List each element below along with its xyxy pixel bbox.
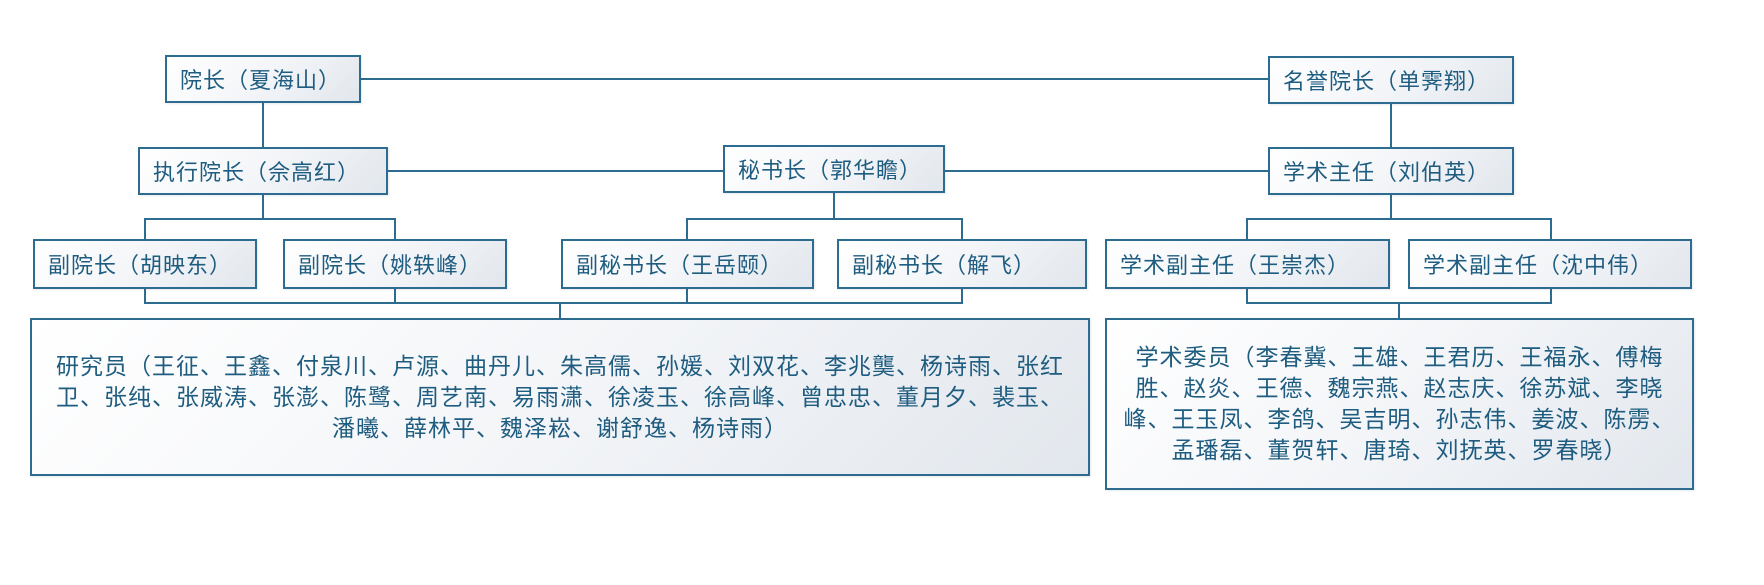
connector-executive-secretary — [388, 170, 723, 172]
connector-vice-dean-2-down — [394, 289, 396, 304]
connector-secretary-drop — [833, 193, 835, 220]
node-deputy-academic-director-1-label: 学术副主任（王崇杰） — [1120, 253, 1351, 278]
connector-researchers-drop — [559, 302, 561, 318]
researchers-line-1: 研究员（王征、王鑫、付泉川、卢源、曲丹儿、朱高儒、孙媛、刘双花、李兆龑、杨诗雨、… — [56, 352, 1064, 379]
node-secretary-general-label: 秘书长（郭华瞻） — [738, 158, 923, 183]
connector-deputy-academic-2-down — [1550, 289, 1552, 304]
connector-vice-dean-1-down — [144, 289, 146, 304]
node-vice-dean-2: 副院长（姚轶峰） — [283, 239, 507, 289]
node-vice-dean-1-label: 副院长（胡映东） — [48, 253, 233, 278]
connector-dean-honorary — [361, 78, 1268, 80]
connector-deputy-academic-1-down — [1246, 289, 1248, 304]
node-deputy-secretary-general-2: 副秘书长（解飞） — [837, 239, 1087, 289]
academic-committee-line-3: 峰、王玉凤、李鸽、吴吉明、孙志伟、姜波、陈雳、 — [1123, 406, 1676, 432]
node-deputy-secretary-general-2-label: 副秘书长（解飞） — [852, 253, 1037, 278]
connector-secretary-academic-director — [945, 170, 1268, 172]
node-deputy-secretary-general-1: 副秘书长（王岳颐） — [561, 239, 814, 289]
researchers-line-3: 潘曦、薛林平、魏泽崧、谢舒逸、杨诗雨） — [332, 414, 788, 441]
connector-deputy-academic-bus — [1246, 218, 1552, 220]
connector-executive-drop — [262, 195, 264, 220]
node-academic-committee: 学术委员（李春冀、王雄、王君历、王福永、傅梅 胜、赵炎、王德、魏宗燕、赵志庆、徐… — [1105, 318, 1694, 490]
node-deputy-academic-director-2: 学术副主任（沈中伟） — [1408, 239, 1692, 289]
connector-deputy-secretary-2-stub — [961, 218, 963, 239]
node-academic-director-label: 学术主任（刘伯英） — [1283, 160, 1491, 185]
node-deputy-academic-director-2-label: 学术副主任（沈中伟） — [1423, 253, 1654, 278]
node-dean-label: 院长（夏海山） — [180, 68, 342, 93]
node-vice-dean-1: 副院长（胡映东） — [33, 239, 257, 289]
connector-deputy-academic-1-stub — [1246, 218, 1248, 239]
node-deputy-secretary-general-1-label: 副秘书长（王岳颐） — [576, 253, 784, 278]
node-secretary-general: 秘书长（郭华瞻） — [723, 145, 945, 193]
node-honorary-dean-label: 名誉院长（单霁翔） — [1283, 69, 1491, 94]
connector-honorary-academic-director — [1390, 104, 1392, 147]
node-deputy-academic-director-1: 学术副主任（王崇杰） — [1105, 239, 1390, 289]
connector-academic-committee-drop — [1398, 302, 1400, 318]
connector-deputy-academic-2-stub — [1550, 218, 1552, 239]
connector-academic-director-drop — [1390, 195, 1392, 220]
connector-vice-dean-2-stub — [394, 218, 396, 239]
connector-vice-dean-1-stub — [144, 218, 146, 239]
academic-committee-line-1: 学术委员（李春冀、王雄、王君历、王福永、傅梅 — [1135, 344, 1664, 370]
connector-deputy-secretary-2-down — [961, 289, 963, 304]
connector-vice-deans-bus — [144, 218, 396, 220]
connector-deputy-secretary-1-down — [686, 289, 688, 304]
node-academic-director: 学术主任（刘伯英） — [1268, 147, 1514, 195]
node-vice-dean-2-label: 副院长（姚轶峰） — [298, 253, 483, 278]
node-executive-dean-label: 执行院长（佘高红） — [153, 160, 361, 185]
node-researchers: 研究员（王征、王鑫、付泉川、卢源、曲丹儿、朱高儒、孙媛、刘双花、李兆龑、杨诗雨、… — [30, 318, 1090, 476]
academic-committee-line-2: 胜、赵炎、王德、魏宗燕、赵志庆、徐苏斌、李晓 — [1135, 375, 1664, 401]
connector-researchers-bus — [144, 302, 963, 304]
researchers-line-2: 卫、张纯、张威涛、张澎、陈鹭、周艺南、易雨潇、徐凌玉、徐高峰、曾忠忠、董月夕、裴… — [56, 383, 1064, 410]
connector-dean-executive — [262, 103, 264, 147]
connector-deputy-secretaries-bus — [686, 218, 963, 220]
node-dean: 院长（夏海山） — [165, 55, 361, 103]
node-executive-dean: 执行院长（佘高红） — [138, 147, 388, 195]
connector-deputy-secretary-1-stub — [686, 218, 688, 239]
node-honorary-dean: 名誉院长（单霁翔） — [1268, 56, 1514, 104]
academic-committee-line-4: 孟璠磊、董贺轩、唐琦、刘抚英、罗春晓） — [1171, 437, 1628, 463]
